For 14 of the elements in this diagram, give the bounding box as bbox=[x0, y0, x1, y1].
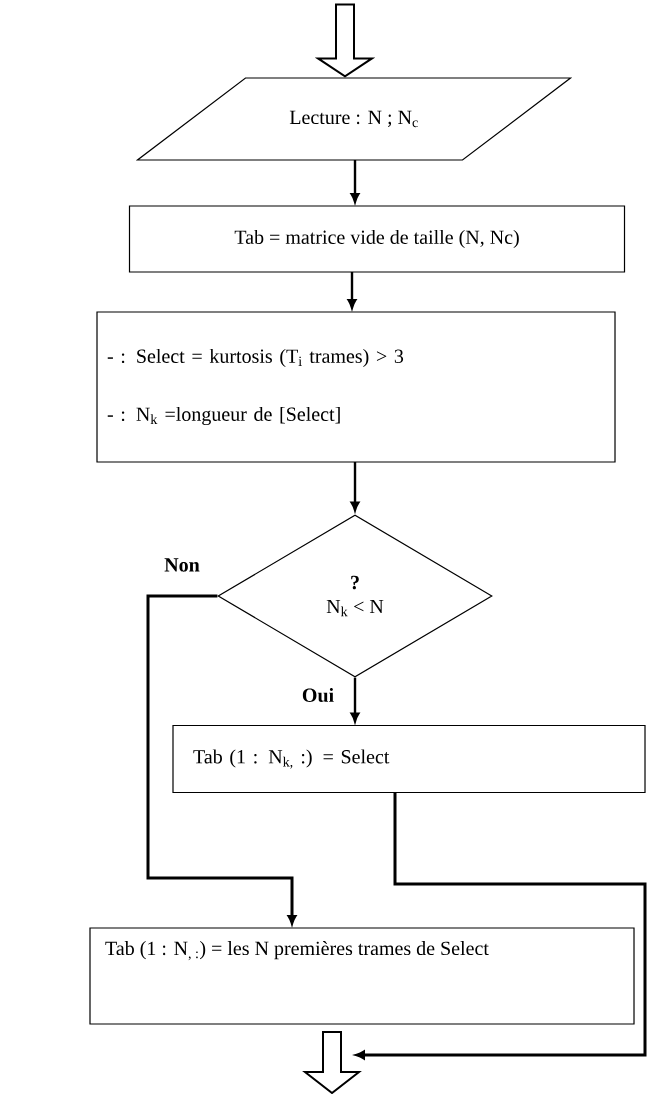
arrow bbox=[350, 677, 360, 723]
process-box: Tab (1 : N$_{k,}$ :) = Select bbox=[172, 724, 646, 794]
hollow-arrow bbox=[314, 3, 376, 78]
arrow bbox=[350, 462, 360, 512]
process-box: Tab = matrice vide de taille (N, Nc) bbox=[128, 205, 626, 273]
edge-label: Non bbox=[163, 557, 201, 573]
hollow-arrow bbox=[302, 1031, 362, 1094]
edge-label: Oui bbox=[300, 686, 336, 704]
arrow bbox=[347, 272, 357, 309]
process-box: - : Select = kurtosis (T$_{i}$ trames) > 3 - : N$_{k}$ =longueur de [Select] bbox=[96, 311, 616, 463]
arrow bbox=[355, 792, 647, 1060]
arrow bbox=[350, 160, 360, 203]
arrow bbox=[146, 594, 297, 925]
process-box: Tab (1 : N$_{, :}$) = les N premières trames de Select bbox=[89, 927, 635, 1025]
